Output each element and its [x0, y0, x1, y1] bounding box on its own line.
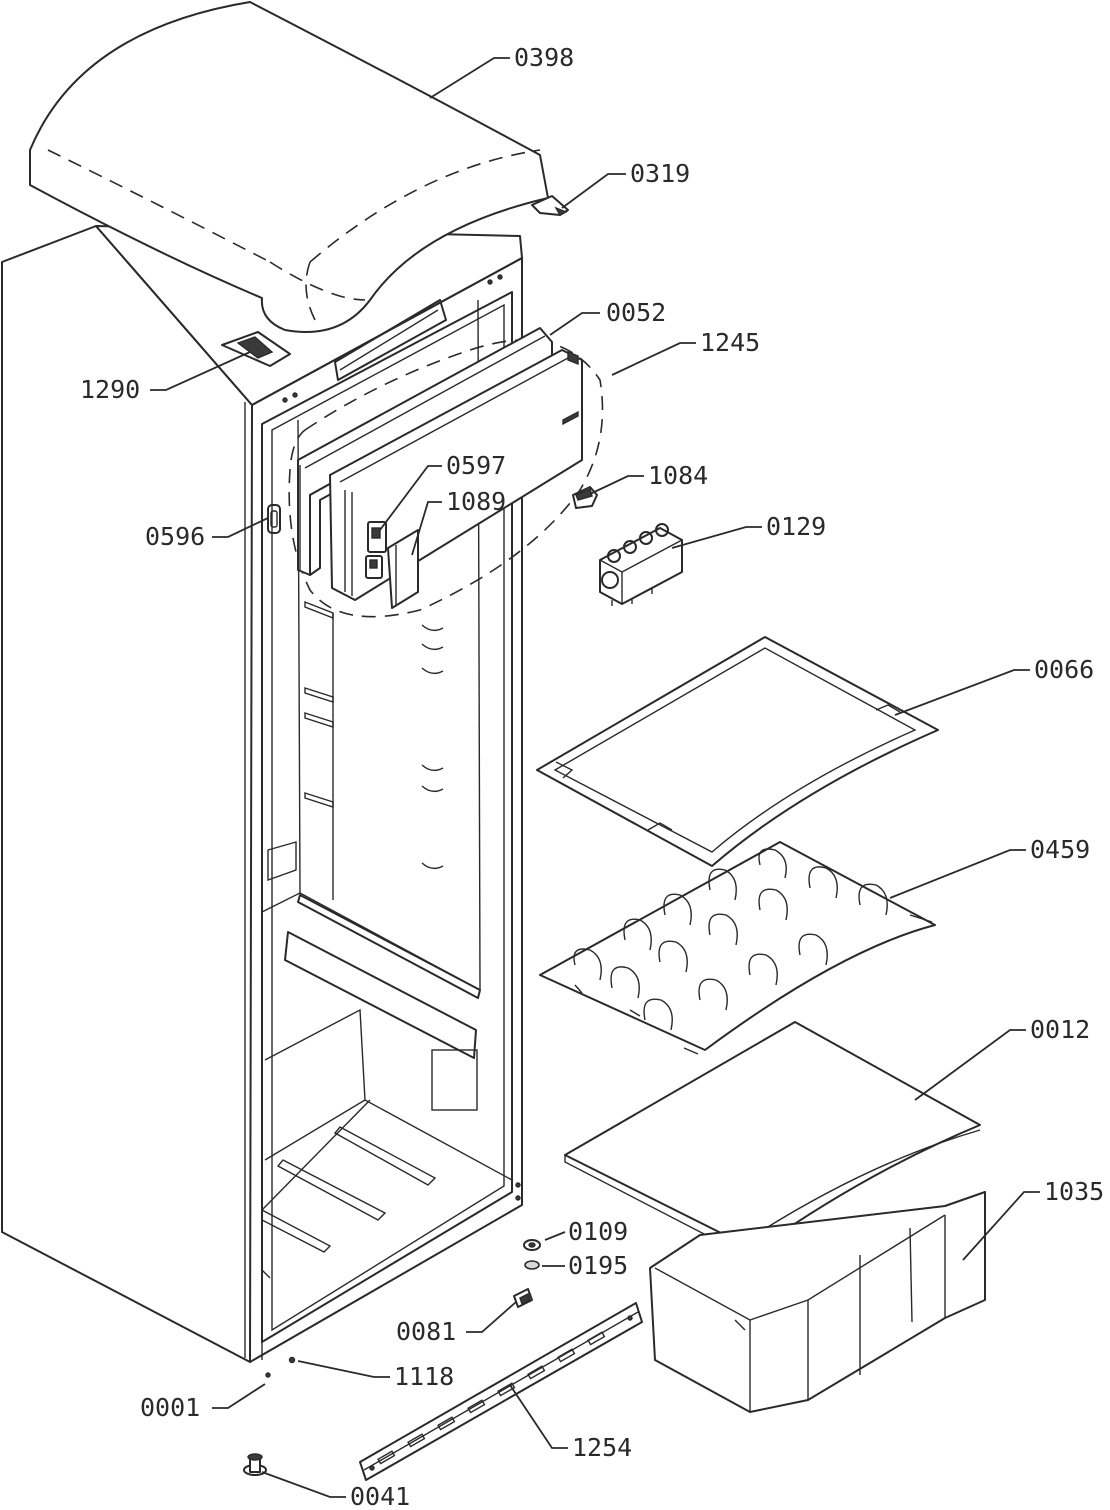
label-0012: 0012: [1030, 1015, 1090, 1044]
label-0052: 0052: [606, 298, 666, 327]
label-0398: 0398: [514, 43, 574, 72]
label-1035: 1035: [1044, 1177, 1104, 1206]
bottom-grille-part: [359, 1302, 643, 1481]
hinge-pin-part: [513, 1288, 533, 1308]
top-hinge-part: [531, 195, 569, 216]
label-1254: 1254: [572, 1433, 632, 1462]
label-0041: 0041: [350, 1482, 410, 1510]
spacer-part: [524, 1260, 540, 1270]
label-1290: 1290: [80, 375, 140, 404]
hinge-bracket-part: [221, 331, 291, 367]
label-0319: 0319: [630, 159, 690, 188]
latch-part: [365, 521, 387, 579]
label-1089: 1089: [446, 487, 506, 516]
label-1118: 1118: [394, 1362, 454, 1391]
label-0001: 0001: [140, 1393, 200, 1422]
cap-part: [288, 1356, 296, 1364]
crisper-drawer-part: [649, 1191, 986, 1413]
label-0195: 0195: [568, 1251, 628, 1280]
label-1245: 1245: [700, 328, 760, 357]
top-cover-part: [29, 1, 549, 333]
lamp-switch-part: [267, 504, 281, 534]
label-0081: 0081: [396, 1317, 456, 1346]
bottle-rack-part: [539, 841, 936, 1055]
part-labels: 0398 0319 0052 1245 1290 0597 1084 1089 …: [80, 43, 1104, 1510]
label-0129: 0129: [766, 512, 826, 541]
small-clip-part: [572, 486, 598, 509]
label-0459: 0459: [1030, 835, 1090, 864]
washer-part: [523, 1239, 541, 1251]
egg-tray-part: [599, 523, 683, 606]
label-0596: 0596: [145, 522, 205, 551]
label-0066: 0066: [1034, 655, 1094, 684]
glass-shelf-part: [536, 636, 939, 867]
freezer-compartment-assembly: [288, 327, 604, 618]
leader-lines: [150, 57, 1040, 1498]
label-0597: 0597: [446, 451, 506, 480]
door-handle-part: [387, 529, 419, 609]
label-1084: 1084: [648, 461, 708, 490]
screw-part: [265, 1372, 271, 1378]
adjustable-foot-part: [243, 1453, 267, 1476]
label-0109: 0109: [568, 1217, 628, 1246]
